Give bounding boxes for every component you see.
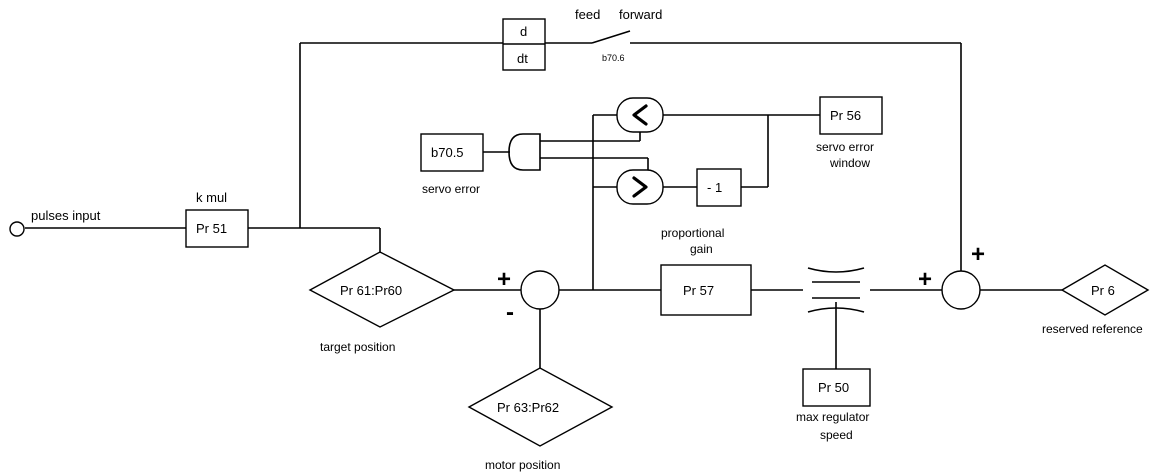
speed-limiter-symbol bbox=[807, 267, 865, 313]
summing-junction-error bbox=[520, 270, 560, 310]
pr51-label: Pr 51 bbox=[196, 221, 227, 236]
plus-sign-feedforward: + bbox=[971, 241, 985, 268]
pr56-block bbox=[819, 96, 883, 135]
comparator-less-than bbox=[616, 97, 664, 133]
comparator-greater-than bbox=[616, 169, 664, 205]
pr6-label: Pr 6 bbox=[1091, 283, 1115, 298]
negate-block bbox=[696, 168, 742, 207]
forward-label: forward bbox=[619, 7, 662, 22]
minus-sign-motor: - bbox=[506, 299, 514, 326]
proportional-gain-line2: gain bbox=[690, 242, 713, 256]
pr57-label: Pr 57 bbox=[683, 283, 714, 298]
servo-error-window-line2: window bbox=[829, 156, 870, 170]
max-regulator-speed-line2: speed bbox=[820, 428, 853, 442]
target-position-block bbox=[308, 251, 456, 328]
less-than-icon bbox=[632, 104, 648, 126]
reserved-reference-block bbox=[1060, 264, 1150, 316]
feed-label: feed bbox=[575, 7, 600, 22]
derivative-numerator: d bbox=[520, 24, 527, 39]
target-position-block-label: Pr 61:Pr60 bbox=[340, 283, 402, 298]
servo-error-label: servo error bbox=[422, 182, 480, 196]
pr50-label: Pr 50 bbox=[818, 380, 849, 395]
pr51-block bbox=[185, 209, 249, 248]
motor-position-block-label: Pr 63:Pr62 bbox=[497, 400, 559, 415]
switch-bit-label: b70.6 bbox=[602, 53, 625, 63]
motor-position-block bbox=[467, 367, 614, 447]
pr57-block bbox=[660, 264, 752, 316]
summing-junction-reference bbox=[941, 270, 981, 310]
plus-sign-target: + bbox=[497, 266, 511, 293]
reserved-reference-label: reserved reference bbox=[1042, 322, 1143, 336]
target-position-label: target position bbox=[320, 340, 395, 354]
greater-than-icon bbox=[632, 176, 648, 198]
negate-label: - 1 bbox=[707, 180, 722, 195]
b705-block bbox=[420, 133, 484, 172]
servo-error-window-line1: servo error bbox=[816, 140, 874, 154]
signal-wires bbox=[25, 30, 1062, 369]
pr50-block bbox=[802, 368, 871, 407]
pulses-input-label: pulses input bbox=[31, 208, 101, 223]
proportional-gain-line1: proportional bbox=[661, 226, 724, 240]
b705-label: b70.5 bbox=[431, 145, 464, 160]
motor-position-label: motor position bbox=[485, 458, 560, 472]
pr56-label: Pr 56 bbox=[830, 108, 861, 123]
pulses-input-terminal bbox=[9, 221, 25, 237]
plus-sign-proportional: + bbox=[918, 266, 932, 293]
max-regulator-speed-line1: max regulator bbox=[796, 410, 869, 424]
k-mul-label: k mul bbox=[196, 190, 227, 205]
and-gate bbox=[508, 133, 541, 171]
derivative-denominator: dt bbox=[517, 51, 528, 66]
